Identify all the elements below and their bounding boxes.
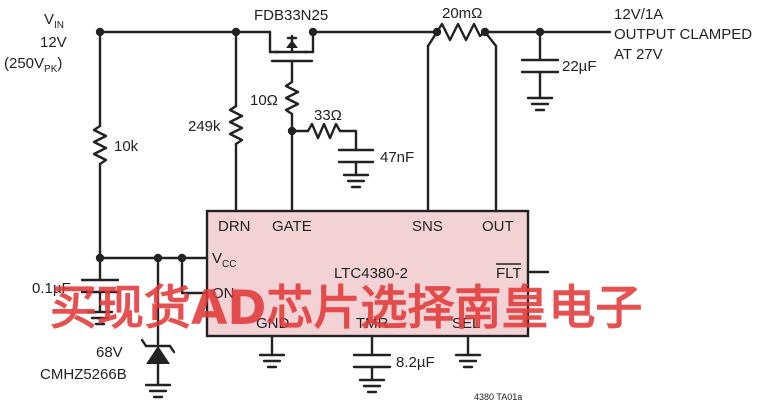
pin-flt-label: FLT xyxy=(496,265,522,282)
tmr-cap-label: 8.2µF xyxy=(396,354,435,371)
zener-ground-symbol xyxy=(144,383,172,399)
input-resistor-10k xyxy=(92,124,108,166)
pin-sns-label: SNS xyxy=(412,218,443,235)
gate-resistor-10ohm xyxy=(284,75,300,133)
sense-resistor-label: 20mΩ xyxy=(442,5,482,22)
pin-gate-label: GATE xyxy=(272,218,312,235)
output-label-line2: OUTPUT CLAMPED xyxy=(614,26,752,43)
zener-diode-symbol xyxy=(140,338,176,364)
pin-vcc-label: VCC xyxy=(212,250,236,270)
ltc4380-chip-body xyxy=(205,209,530,338)
sense-resistor-zigzag xyxy=(435,22,487,42)
snubber-ground-symbol xyxy=(342,173,370,189)
tmr-ground-symbol xyxy=(358,378,386,394)
vcc-cap-ground-symbol xyxy=(86,310,114,326)
snubber-cap-label: 47nF xyxy=(380,149,414,166)
vin-voltage-label: 12V xyxy=(40,34,67,51)
vin-peak-label: (250VPK) xyxy=(4,55,62,75)
output-ground-symbol xyxy=(526,96,554,112)
junction-dots xyxy=(95,27,545,263)
drn-resistor-label: 249k xyxy=(188,118,221,135)
output-cap-label: 22µF xyxy=(562,58,597,75)
drn-resistor-249k xyxy=(228,104,244,146)
gnd-pin-ground-symbol xyxy=(258,353,286,369)
pin-sel-label: SEL xyxy=(452,315,480,332)
pin-out-label: OUT xyxy=(482,218,514,235)
pin-on-label: ON xyxy=(212,285,235,302)
figure-id: 4380 TA01a xyxy=(474,392,522,402)
snubber-resistor-33ohm xyxy=(290,122,358,152)
snubber-resistor-label: 33Ω xyxy=(314,107,342,124)
zener-voltage-label: 68V xyxy=(96,344,123,361)
pin-drn-label: DRN xyxy=(218,218,251,235)
watermark-text: 买现货AD芯片选择南皇电子 xyxy=(50,281,642,336)
mosfet-label: FDB33N25 xyxy=(254,7,328,24)
gate-resistor-label: 10Ω xyxy=(250,92,278,109)
pin-gnd-label: GND xyxy=(256,315,290,332)
vin-label: VIN xyxy=(44,11,64,31)
output-label-line3: AT 27V xyxy=(614,46,663,63)
vcc-cap-label: 0.1µF xyxy=(32,280,71,297)
pin-tmr-label: TMR xyxy=(356,315,389,332)
ic-part-name: LTC4380-2 xyxy=(334,265,408,282)
input-resistor-label: 10k xyxy=(114,138,139,155)
zener-part-label: CMHZ5266B xyxy=(40,366,127,383)
mosfet-symbol xyxy=(268,30,315,79)
sel-ground-symbol xyxy=(454,353,482,369)
output-label-line1: 12V/1A xyxy=(614,6,663,23)
